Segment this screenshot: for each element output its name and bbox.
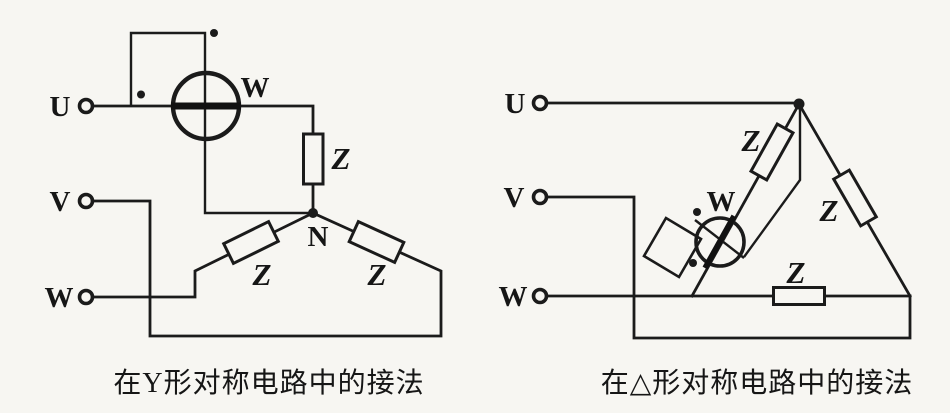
delta-apex-node-dot bbox=[793, 98, 805, 110]
delta-terminal-v bbox=[531, 188, 549, 206]
delta-terminal-w-label: W bbox=[499, 281, 528, 313]
delta-phase-v-wire bbox=[544, 195, 912, 340]
wye-circuit-diagram: U V W W N Z Z Z 在Y形对称电路中的接法 bbox=[45, 29, 443, 399]
wye-impedance-left-box bbox=[221, 219, 281, 266]
delta-terminal-u bbox=[531, 94, 549, 112]
delta-impedance-left-box bbox=[748, 121, 796, 183]
wye-neutral-node-dot bbox=[308, 208, 318, 218]
delta-wattmeter-label: W bbox=[707, 186, 736, 218]
delta-polarity-dot-top bbox=[693, 208, 701, 216]
delta-circuit-diagram: U V W W Z Z Z 在△形对称电路中的接法 bbox=[499, 88, 914, 399]
delta-impedance-left-group bbox=[748, 121, 796, 183]
wye-impedance-right-group bbox=[347, 219, 406, 265]
delta-voltage-coil-loop bbox=[642, 216, 703, 279]
delta-impedance-right-box bbox=[831, 168, 879, 228]
delta-impedance-right-group bbox=[831, 168, 879, 228]
delta-terminal-v-label: V bbox=[504, 182, 525, 214]
delta-impedance-bottom-box bbox=[772, 286, 826, 306]
wye-wattmeter-label: W bbox=[241, 72, 270, 104]
delta-terminal-w bbox=[531, 287, 549, 305]
wye-impedance-left-group bbox=[221, 219, 281, 266]
wye-terminal-u-label: U bbox=[50, 91, 71, 123]
wye-terminal-v-label: V bbox=[50, 186, 71, 218]
delta-impedance-right-label: Z bbox=[819, 193, 839, 228]
wye-phase-w-branch-wire bbox=[91, 211, 315, 299]
wye-polarity-dot-voltage bbox=[210, 29, 218, 37]
wye-terminal-u bbox=[77, 97, 95, 115]
wye-caption: 在Y形对称电路中的接法 bbox=[113, 367, 424, 399]
wye-impedance-right-label: Z bbox=[367, 257, 387, 292]
wye-impedance-top-box bbox=[302, 132, 325, 186]
delta-impedance-bottom-label: Z bbox=[786, 255, 806, 290]
delta-polarity-dot-bottom bbox=[689, 259, 697, 267]
delta-voltage-coil-wire bbox=[743, 104, 802, 258]
delta-wattmeter-current-coil-bar bbox=[702, 214, 737, 270]
delta-impedance-left-label: Z bbox=[741, 123, 761, 158]
wye-impedance-left-label: Z bbox=[252, 257, 272, 292]
delta-terminal-u-label: U bbox=[505, 88, 526, 120]
wye-phase-u-wire bbox=[91, 104, 315, 136]
delta-caption: 在△形对称电路中的接法 bbox=[601, 367, 914, 399]
wye-neutral-label: N bbox=[308, 221, 329, 253]
wye-terminal-w bbox=[77, 288, 95, 306]
wye-impedance-right-box bbox=[347, 219, 406, 265]
wye-impedance-top-label: Z bbox=[331, 141, 351, 176]
wye-voltage-coil-loop bbox=[129, 31, 313, 215]
delta-wattmeter-circle bbox=[694, 216, 746, 268]
wye-polarity-dot-current bbox=[137, 90, 145, 99]
wye-phase-v-branch-wire bbox=[91, 199, 443, 338]
wye-terminal-v bbox=[77, 192, 95, 210]
wye-terminal-w-label: W bbox=[45, 282, 74, 314]
